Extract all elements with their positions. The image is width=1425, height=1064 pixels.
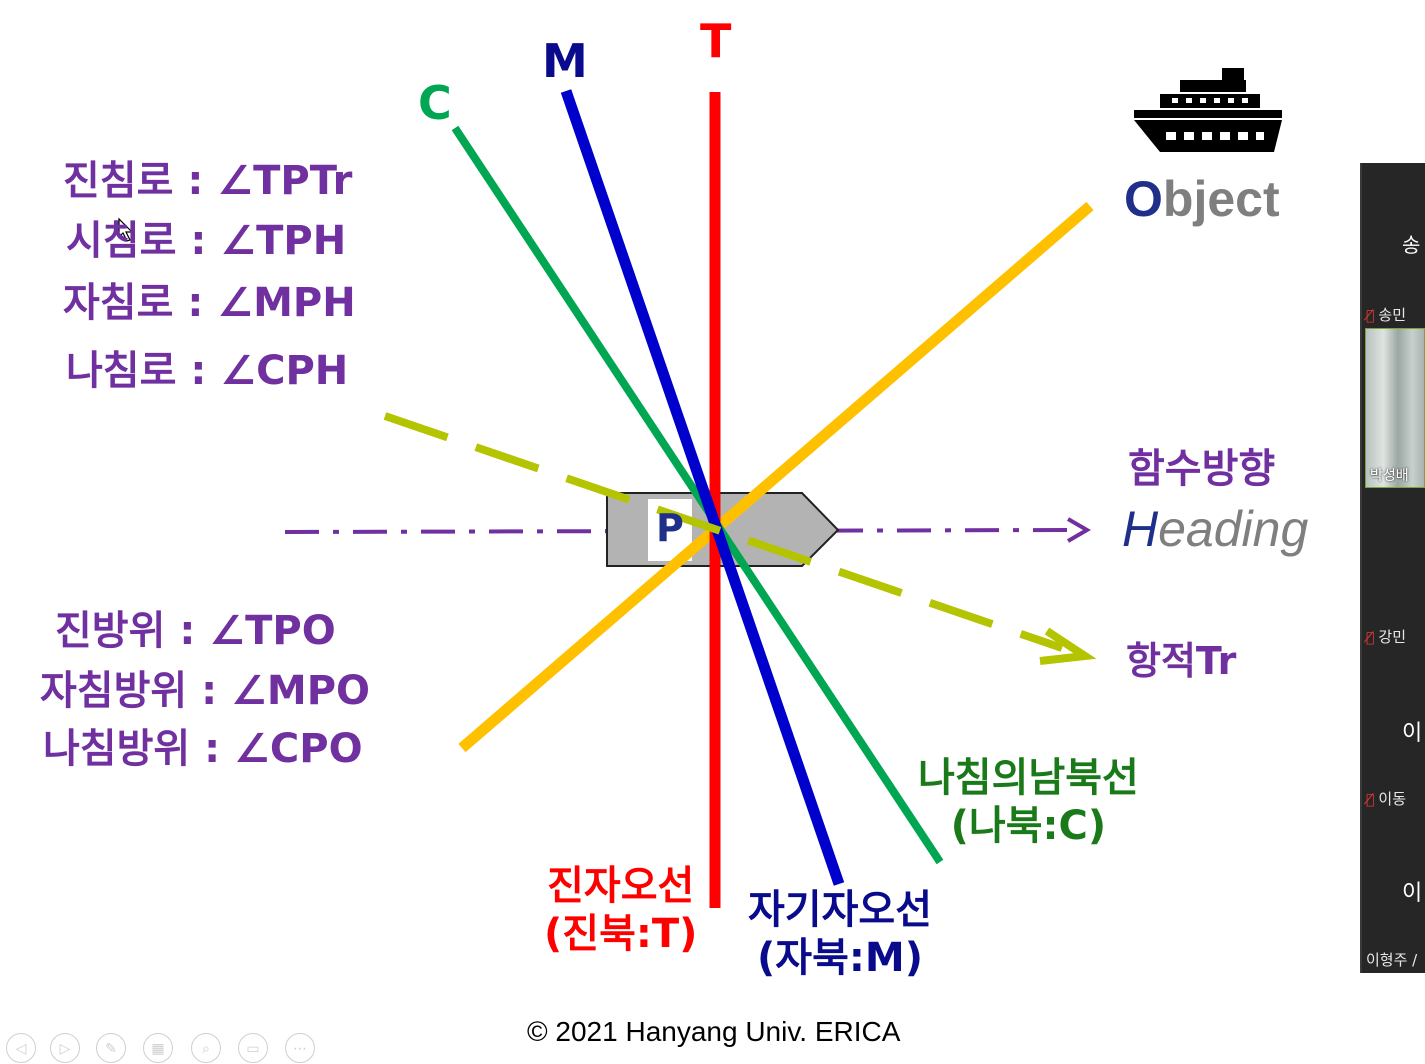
ship-icon xyxy=(1134,68,1282,152)
participant-name-2: 강민 xyxy=(1378,628,1407,646)
copyright-text: © 2021 Hanyang Univ. ERICA xyxy=(527,1016,901,1047)
participant-panel: 송 🎙̸송민 박성배 🎙̸강민 이 🎙̸이동 이 이형주 / xyxy=(1360,163,1425,973)
compass-bearing-label: 나침방위 : ∠CPO xyxy=(43,726,363,772)
compass-course-label: 나침로 : ∠CPH xyxy=(66,348,349,394)
mic-muted-icon: 🎙̸ xyxy=(1366,630,1375,646)
participant-top-partial: 송 xyxy=(1402,233,1421,257)
true-meridian-caption: 진자오선 (진북:T) xyxy=(544,862,697,958)
apparent-course-label: 시침로 : ∠TPH xyxy=(66,218,347,264)
heading-label: Heading xyxy=(1122,500,1308,558)
participant-initial-3: 이 xyxy=(1402,881,1423,906)
mic-muted-icon: 🎙̸ xyxy=(1366,308,1375,324)
true-meridian-line1: 진자오선 xyxy=(547,863,695,909)
pen-tool-button[interactable]: ✎ xyxy=(96,1033,126,1063)
true-course-label: 진침로 : ∠TPTr xyxy=(63,158,353,204)
heading-korean-label: 함수방향 xyxy=(1128,446,1276,492)
magnetic-course-label: 자침로 : ∠MPH xyxy=(63,280,356,326)
mouse-cursor-icon xyxy=(118,217,134,242)
compass-meridian-caption: 나침의남북선 (나북:C) xyxy=(918,754,1139,850)
p-letter: P xyxy=(656,506,684,550)
compass-meridian-line2: (나북:C) xyxy=(950,803,1107,849)
magnetic-meridian-caption: 자기자오선 (자북:M) xyxy=(748,886,932,982)
heading-arrowhead xyxy=(1066,517,1091,543)
m-axis-letter: M xyxy=(542,34,588,88)
participant-row-2[interactable]: 🎙̸강민 xyxy=(1366,626,1406,647)
participant-video-tile[interactable]: 박성배 xyxy=(1365,328,1425,488)
participant-initial-2: 이 xyxy=(1402,721,1423,746)
participant-row-1[interactable]: 🎙̸송민 xyxy=(1366,304,1406,325)
object-rest: bject xyxy=(1162,171,1280,227)
track-label: 항적Tr xyxy=(1126,639,1237,683)
magnetic-meridian-line2: (자북:M) xyxy=(757,935,923,981)
compass-meridian-line xyxy=(451,125,944,865)
object-label: Object xyxy=(1124,170,1280,228)
subtitles-button[interactable]: ▭ xyxy=(238,1033,268,1063)
track-line xyxy=(383,412,1064,652)
true-meridian-line2: (진북:T) xyxy=(544,911,698,957)
object-bearing-line xyxy=(458,201,1094,753)
previous-slide-button[interactable]: ◁ xyxy=(6,1033,36,1063)
slides-grid-button[interactable]: ▦ xyxy=(143,1033,173,1063)
c-axis-letter: C xyxy=(418,76,452,130)
more-options-button[interactable]: ⋯ xyxy=(285,1033,315,1063)
participant-bottom-name[interactable]: 이형주 / xyxy=(1366,951,1418,969)
magnetic-meridian-line xyxy=(560,89,845,886)
true-bearing-label: 진방위 : ∠TPO xyxy=(55,608,336,654)
heading-rest: eading xyxy=(1158,501,1309,557)
object-first-letter: O xyxy=(1124,171,1163,227)
zoom-button[interactable]: ⌕ xyxy=(191,1033,221,1063)
participant-row-3[interactable]: 🎙̸이동 xyxy=(1366,788,1406,809)
t-axis-letter: T xyxy=(700,14,732,68)
participant-name-3: 이동 xyxy=(1378,790,1407,808)
mic-muted-icon: 🎙̸ xyxy=(1366,792,1375,808)
compass-meridian-line1: 나침의남북선 xyxy=(918,755,1139,801)
next-slide-button[interactable]: ▷ xyxy=(50,1033,80,1063)
magnetic-bearing-label: 자침방위 : ∠MPO xyxy=(40,668,371,714)
heading-first-letter: H xyxy=(1122,501,1159,557)
track-arrowhead xyxy=(1039,627,1097,665)
video-participant-name: 박성배 xyxy=(1370,468,1409,484)
magnetic-meridian-line1: 자기자오선 xyxy=(748,887,932,933)
participant-name-1: 송민 xyxy=(1378,306,1407,324)
